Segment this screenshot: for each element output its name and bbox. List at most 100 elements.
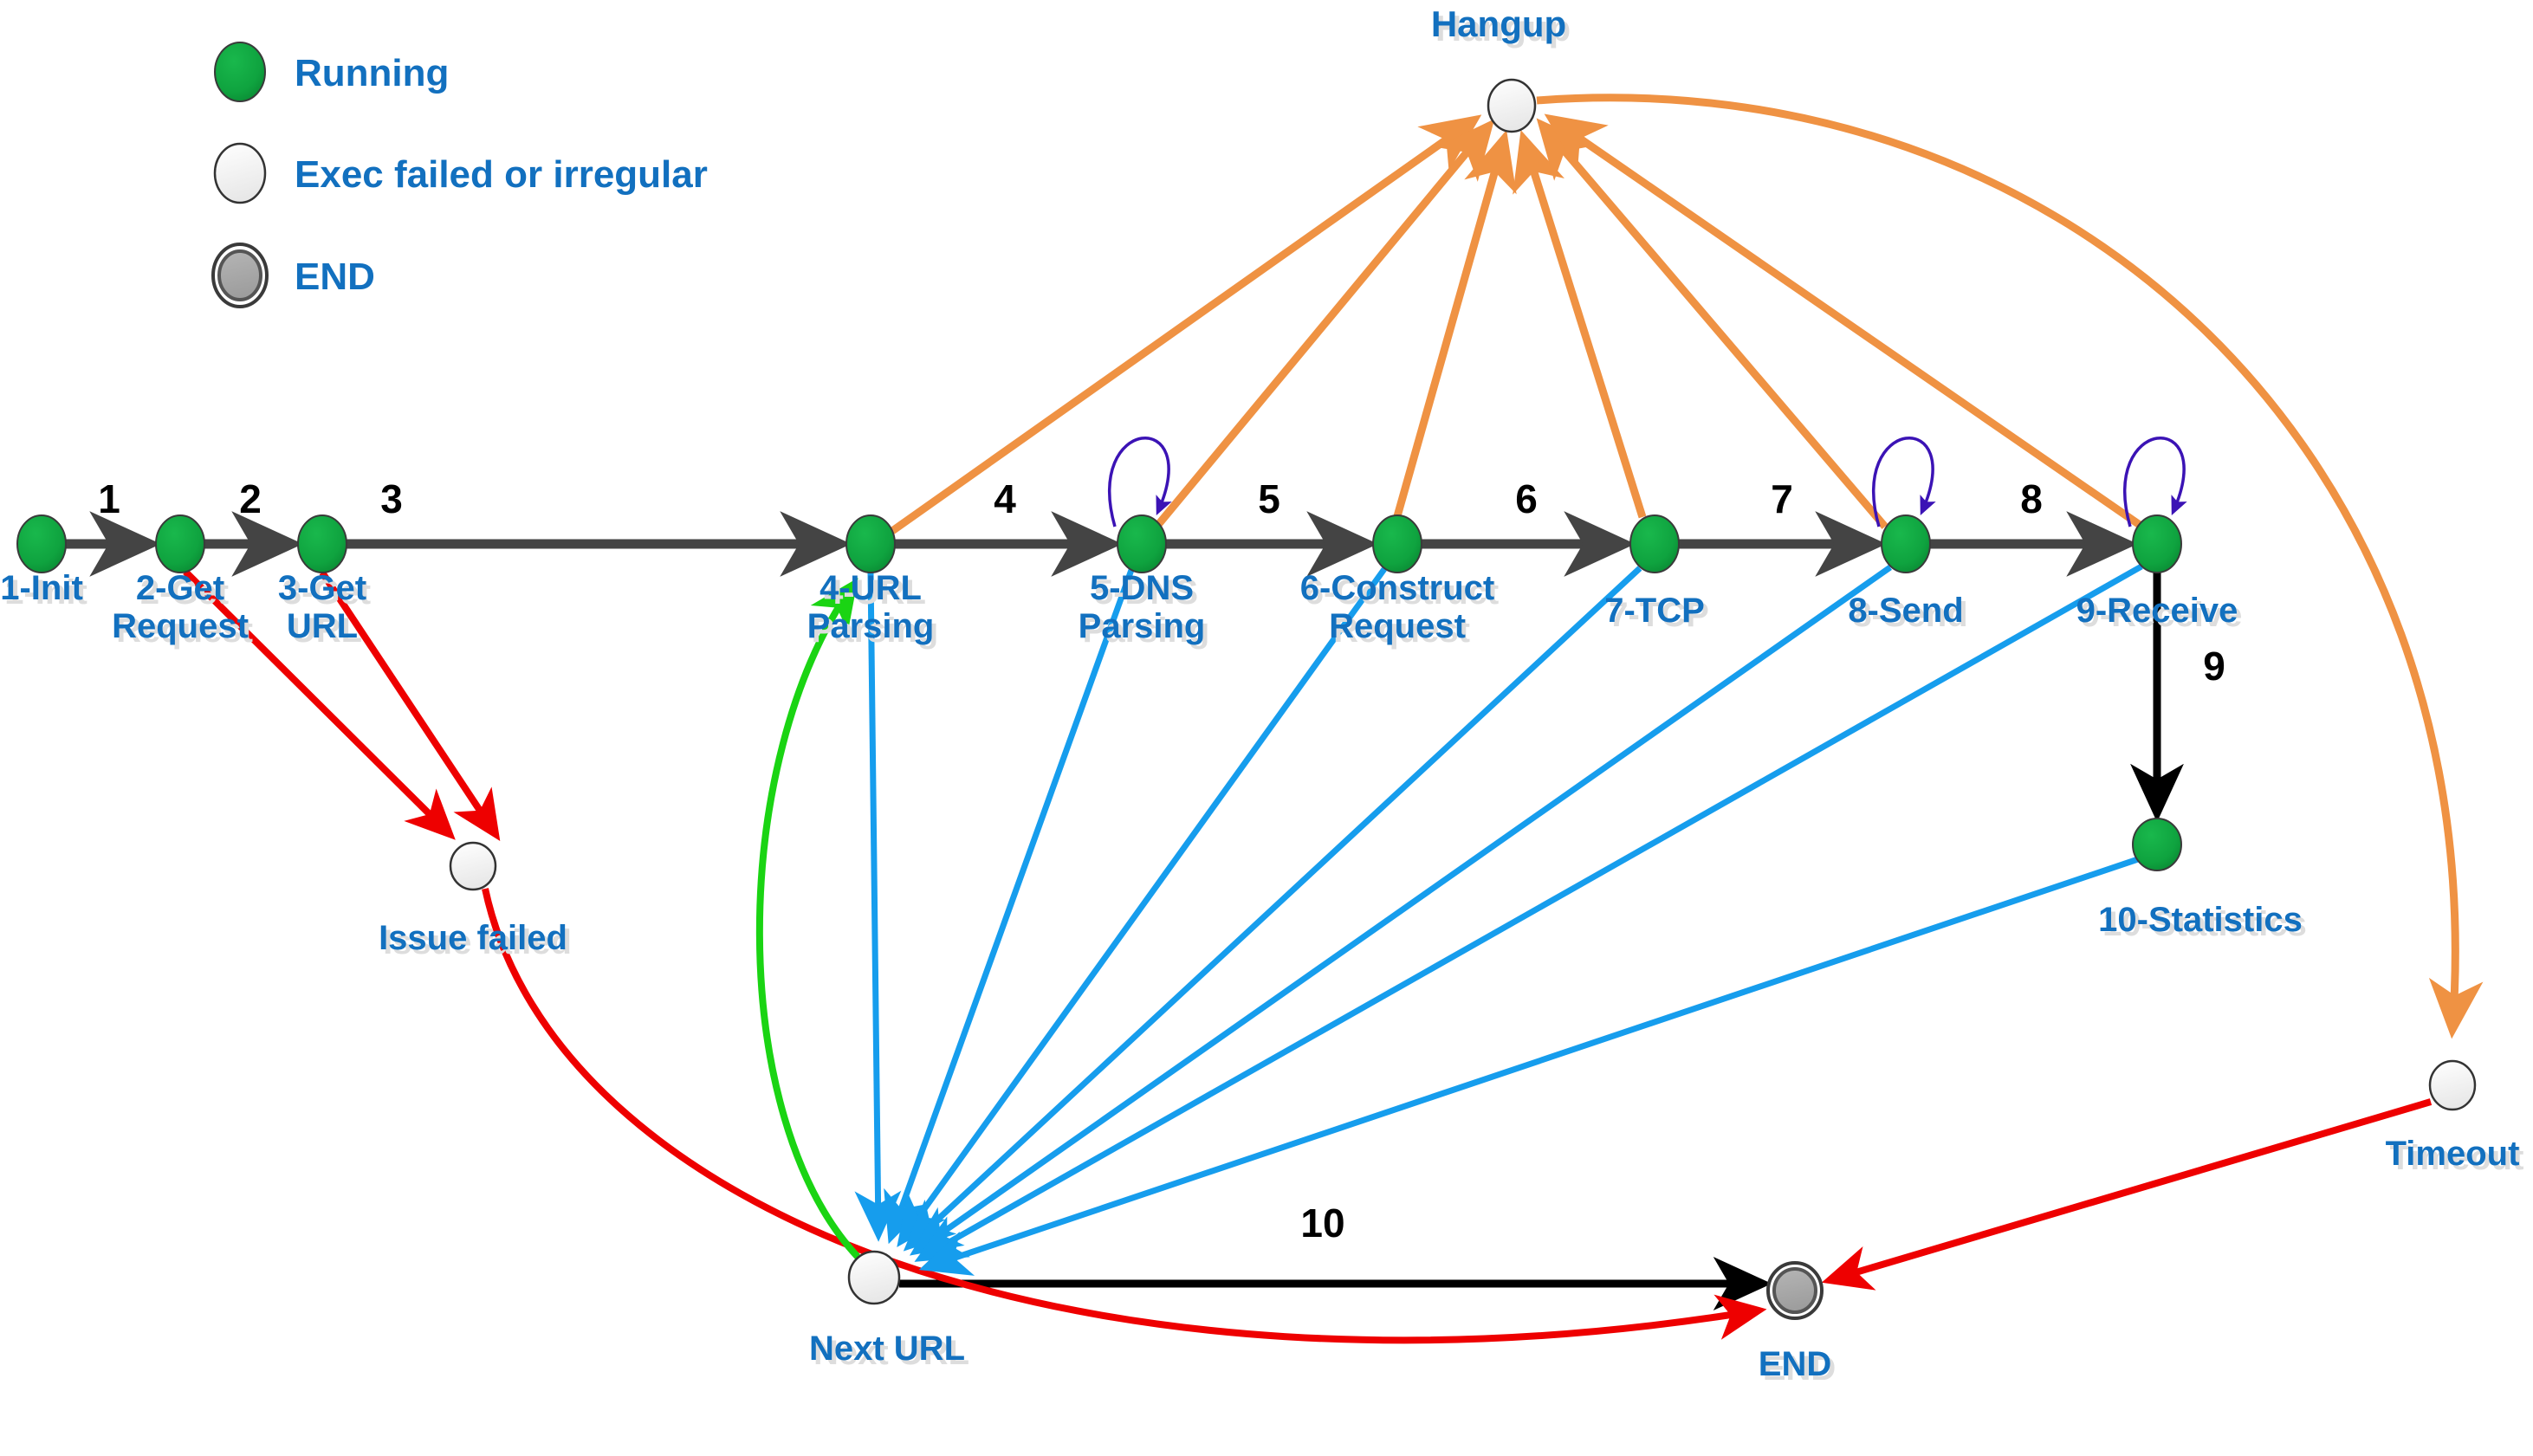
node-end[interactable] — [1766, 1261, 1824, 1320]
node-label-shadow: 10-Statistics — [2102, 905, 2307, 943]
edge-8-send-to-next-url — [909, 565, 1893, 1256]
node-label-text: 1-Init — [0, 569, 83, 607]
node-label-text: Next URL — [809, 1330, 965, 1368]
edge-5-dns-parsing-to-hangup — [1154, 119, 1495, 528]
node-hangup[interactable] — [1487, 78, 1537, 133]
node-label-shadow: 3-Get — [282, 573, 371, 612]
edge-7-tcp-to-hangup — [1513, 130, 1647, 519]
node-9-receive[interactable] — [2132, 514, 2182, 573]
edge-label-1: 1 — [98, 476, 120, 521]
node-label-shadow: Issue failed — [383, 923, 572, 961]
node-label-10-statistics: 10-Statistics 10-Statistics — [2098, 901, 2307, 943]
node-label-text: 8-Send — [1848, 592, 1963, 630]
node-label-text: 7-TCP — [1604, 592, 1705, 630]
node-3-get-url[interactable] — [297, 514, 347, 573]
node-label-text: 4-URL — [820, 569, 922, 607]
edge-10-statistics-to-next-url — [918, 856, 2140, 1276]
edge-hangup-to-timeout — [1536, 94, 2484, 1039]
edge-timeout-to-end — [1821, 1098, 2433, 1291]
node-label-5-dns-parsing: 5-DNS 5-DNS Parsing Parsing — [1079, 569, 1210, 650]
node-label-text: 9-Receive — [2076, 592, 2238, 630]
edge-labels: 1 2 3 4 5 6 7 8 9 10 — [98, 476, 2225, 1246]
node-label-text-2: Request — [112, 607, 249, 645]
edge-4-url-parsing-to-next-url — [854, 572, 902, 1242]
node-label-next-url: Next URL Next URL — [809, 1330, 969, 1372]
node-8-send[interactable] — [1881, 514, 1931, 573]
edge-next-url-to-4-url-parsing — [755, 578, 860, 1259]
edge-label-10: 10 — [1300, 1200, 1344, 1246]
node-label-8-send: 8-Send 8-Send — [1848, 592, 1967, 634]
edge-label-6: 6 — [1515, 476, 1538, 521]
node-label-shadow-2: Parsing — [1083, 612, 1210, 650]
edge-label-4: 4 — [994, 476, 1016, 521]
legend-item-running: Running — [214, 42, 449, 102]
edge-group-next-url — [854, 563, 2143, 1276]
node-label-3-get-url: 3-Get 3-Get URL URL — [278, 569, 371, 650]
node-label-2-get-request: 2-Get 2-Get Request Request — [112, 569, 253, 650]
node-label-7-tcp: 7-TCP 7-TCP — [1604, 592, 1709, 634]
edge-3-get-url-to-issue-failed — [319, 570, 501, 842]
edge-label-2: 2 — [239, 476, 262, 521]
edge-label-5: 5 — [1258, 476, 1280, 521]
node-timeout[interactable] — [2428, 1059, 2477, 1111]
edge-label-3: 3 — [380, 476, 403, 521]
node-label-shadow: 6-Construct — [1305, 573, 1499, 612]
self-loop-8-send — [1872, 436, 1936, 527]
edge-group-hangup — [890, 113, 2142, 534]
legend-item-end: END — [211, 243, 375, 308]
node-label-text-2: Request — [1329, 607, 1466, 645]
node-label-shadow: 5-DNS — [1094, 573, 1198, 612]
node-issue-failed[interactable] — [449, 841, 497, 891]
node-label-shadow: END — [1763, 1349, 1836, 1388]
legend-label-end: END — [295, 256, 375, 298]
edge-5-dns-parsing-to-next-url — [884, 568, 1135, 1245]
edge-6-construct-request-to-next-url — [897, 566, 1387, 1247]
legend-marker-running-icon — [214, 42, 266, 102]
node-label-shadow: Hangup — [1435, 8, 1571, 49]
node-label-1-init: 1-Init 1-Init — [0, 569, 87, 612]
node-10-statistics[interactable] — [2132, 818, 2182, 871]
node-label-text-2: Parsing — [807, 607, 935, 645]
node-label-text: Issue failed — [379, 919, 567, 957]
node-label-shadow: 2-Get — [140, 573, 229, 612]
node-2-get-request[interactable] — [155, 514, 205, 573]
node-label-shadow: Next URL — [813, 1334, 969, 1372]
legend-item-failed: Exec failed or irregular — [213, 142, 708, 204]
node-label-4-url-parsing: 4-URL 4-URL Parsing Parsing — [807, 569, 939, 650]
node-label-text: Timeout — [2386, 1135, 2520, 1173]
legend-label-failed: Exec failed or irregular — [295, 153, 708, 196]
edge-4-url-parsing-to-hangup — [890, 114, 1482, 534]
node-label-6-construct-request: 6-Construct 6-Construct Request Request — [1300, 569, 1499, 650]
edge-issue-failed-to-end — [482, 888, 1767, 1344]
node-label-text: 3-Get — [278, 569, 366, 607]
node-label-shadow: 9-Receive — [2081, 596, 2243, 634]
node-7-tcp[interactable] — [1629, 514, 1680, 573]
node-1-init[interactable] — [16, 514, 67, 573]
node-label-timeout: Timeout Timeout — [2386, 1135, 2524, 1177]
edge-2-get-request-to-issue-failed — [183, 569, 456, 840]
legend-marker-end-inner-icon — [217, 249, 262, 301]
edge-9-receive-to-next-url — [914, 563, 2143, 1262]
edge-group-self-loops — [1108, 436, 2187, 527]
node-next-url[interactable] — [847, 1250, 901, 1305]
node-label-shadow: 7-TCP — [1609, 596, 1709, 634]
node-label-shadow: 8-Send — [1852, 596, 1967, 634]
edge-9-receive-to-hangup — [1544, 113, 2142, 528]
node-label-shadow: Timeout — [2390, 1139, 2524, 1177]
node-6-construct-request[interactable] — [1372, 514, 1422, 573]
edge-group-issue-failed — [183, 569, 501, 842]
node-label-shadow: 4-URL — [824, 573, 926, 612]
node-4-url-parsing[interactable] — [845, 514, 896, 573]
node-label-9-receive: 9-Receive 9-Receive — [2076, 592, 2243, 634]
edge-8-send-to-hangup — [1536, 118, 1888, 529]
self-loop-9-receive — [2123, 436, 2187, 527]
legend-label-running: Running — [295, 52, 449, 94]
node-label-text-2: Parsing — [1079, 607, 1206, 645]
node-5-dns-parsing[interactable] — [1117, 514, 1167, 573]
node-label-shadow: 1-Init — [4, 573, 87, 612]
node-label-hangup: Hangup Hangup — [1431, 3, 1571, 49]
node-label-end: END END — [1759, 1345, 1836, 1388]
node-label-text: 6-Construct — [1300, 569, 1494, 607]
node-label-text: END — [1759, 1345, 1831, 1383]
